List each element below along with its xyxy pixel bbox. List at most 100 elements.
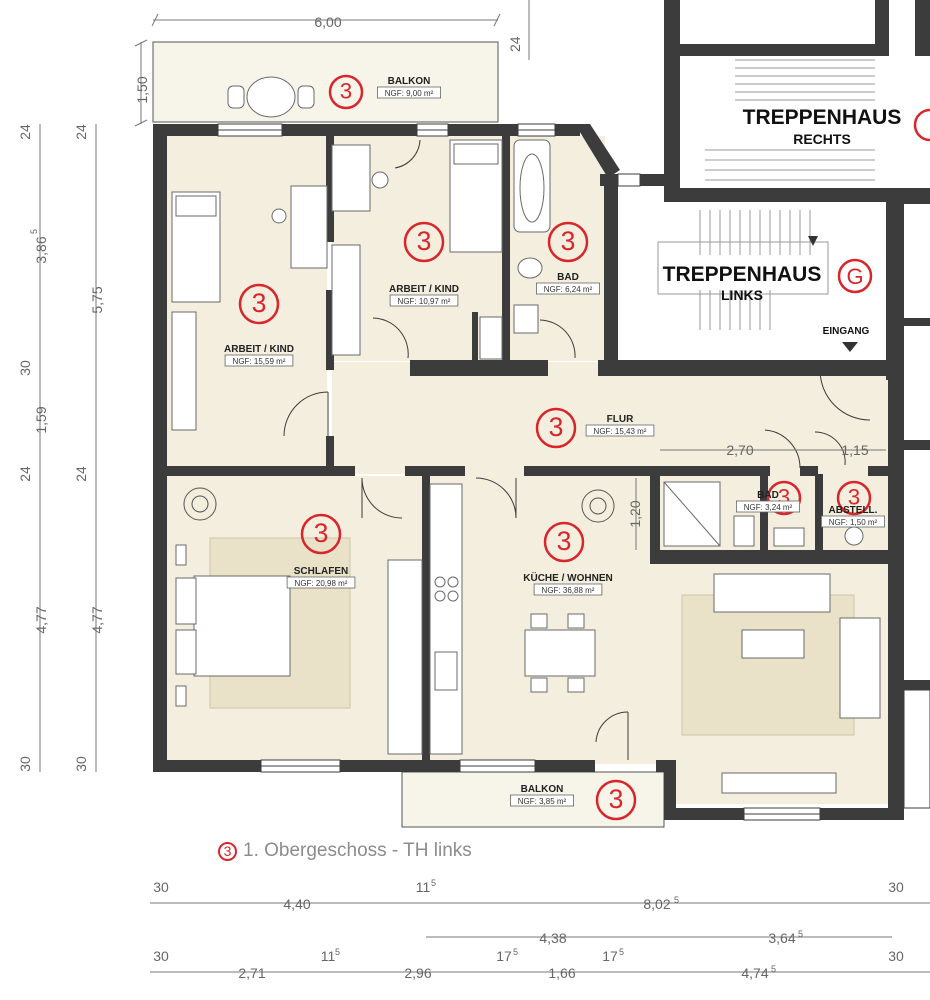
room-area-box [533,583,603,596]
staircase-marker-letter: G [846,264,863,289]
dim-top-right: 24 [507,36,523,52]
staircase-area [618,56,886,358]
apartment-marker-number: 3 [549,412,564,442]
apartment-marker-icon: 3 [218,841,237,861]
windows [217,123,930,821]
room-area-box [536,282,601,295]
dim-sup: 5 [619,947,624,957]
dim-bot3-7: 4,74 [741,965,768,981]
dim-left1-5: 4,77 [33,606,49,633]
room-area: NGF: 1,50 m² [829,518,878,527]
rugs [209,537,855,736]
staircase-sub: RECHTS [793,131,851,147]
dim-2-70: 2,70 [726,442,753,458]
dim-bot3-3: 2,96 [404,965,431,981]
dim-left1-2: 30 [17,360,33,376]
room-area-box [585,424,655,437]
apartment-marker-icon [300,513,342,555]
dim-sup: 5 [798,929,803,939]
staircase-label-rechts: TREPPENHAUS RECHTS [743,106,930,147]
dim-bot1-3: 8,02 [643,896,670,912]
room-area: NGF: 20,98 m² [295,579,348,588]
room-name: SCHLAFEN [294,566,348,577]
staircase-label-links: TREPPENHAUS LINKS G [663,258,873,303]
room-area: NGF: 3,85 m² [518,797,567,806]
apartment-marker-icon [766,480,802,516]
furniture [171,76,881,794]
dim-left2-4: 30 [73,756,89,772]
entrance-label: EINGANG [823,326,870,337]
dim-left1-0: 24 [17,124,33,140]
dimension-superscripts: 5 5 5 5 5 5 5 5 [29,229,803,974]
staircase-title: TREPPENHAUS [663,263,822,286]
dim-left1-4: 24 [17,466,33,482]
room-area: NGF: 36,88 m² [542,586,595,595]
dim-sup: 5 [513,947,518,957]
dim-balcony-depth: 1,50 [134,76,150,103]
room-area: NGF: 6,24 m² [544,285,593,294]
room-area-box [224,354,294,367]
room-name: ARBEIT / KIND [224,344,294,355]
dim-1-15: 1,15 [841,442,868,458]
room-name: BAD [757,490,779,501]
apartment-marker-icon [328,74,364,110]
dim-bot3-0: 30 [153,948,169,964]
room-area: NGF: 3,24 m² [744,503,793,512]
dim-bot1-4: 30 [888,879,904,895]
dimension-lines [39,0,930,973]
dim-bot2-1: 3,64 [768,930,795,946]
dim-left2-2: 24 [73,466,89,482]
dim-bot3-4: 17 [496,948,512,964]
room-name: BALKON [388,76,431,87]
room-area: NGF: 15,43 m² [594,427,647,436]
apartment-marker-icon [535,407,577,449]
dim-sup: 5 [335,947,340,957]
staircase-sub: LINKS [721,287,763,303]
apartment-marker-icon [547,221,589,263]
staircase-marker-icon [837,258,873,294]
dim-sup: 5 [674,895,679,905]
room-area-box [821,515,886,528]
dim-left1-6: 30 [17,756,33,772]
apartment-marker-number: 3 [848,485,860,510]
dim-bot1-2: 11 [416,879,431,895]
dim-sup: 5 [431,878,436,888]
room-area: NGF: 15,59 m² [233,357,286,366]
dim-bot3-5: 1,66 [548,965,575,981]
dimension-texts: 6,00 24 1,50 2,70 1,15 1,20 24 3,86 30 1… [17,14,904,981]
room-area-box [286,576,356,589]
apartment-marker-icon [836,480,872,516]
dim-left2-1: 5,75 [89,286,105,313]
walls [153,0,930,820]
apartment-marker-number: 3 [561,226,576,256]
room-name: KÜCHE / WOHNEN [523,571,612,584]
dim-sup: 5 [771,964,776,974]
room-name: BAD [557,272,579,283]
room-area-box [389,294,459,307]
apartment-marker-number: 3 [340,79,352,104]
dim-bot2-0: 4,38 [539,930,566,946]
plan-caption: 3 1. Obergeschoss - TH links [218,840,472,862]
dim-bot1-0: 30 [153,879,169,895]
apartment-marker-number: 3 [314,518,329,548]
dim-left1-3: 1,59 [33,406,49,433]
room-name: BALKON [521,784,564,795]
dim-bot3-2: 11 [321,948,336,964]
dim-left2-3: 4,77 [89,606,105,633]
staircase-title: TREPPENHAUS [743,106,902,129]
room-area: NGF: 10,97 m² [398,297,451,306]
apartment-marker-icon [238,283,280,325]
apartment-marker-icon [595,779,637,821]
dim-bot3-1: 2,71 [238,965,265,981]
dim-sup: 5 [29,229,39,234]
dim-bot3-6: 17 [602,948,618,964]
apartment-marker-number: 3 [609,784,624,814]
